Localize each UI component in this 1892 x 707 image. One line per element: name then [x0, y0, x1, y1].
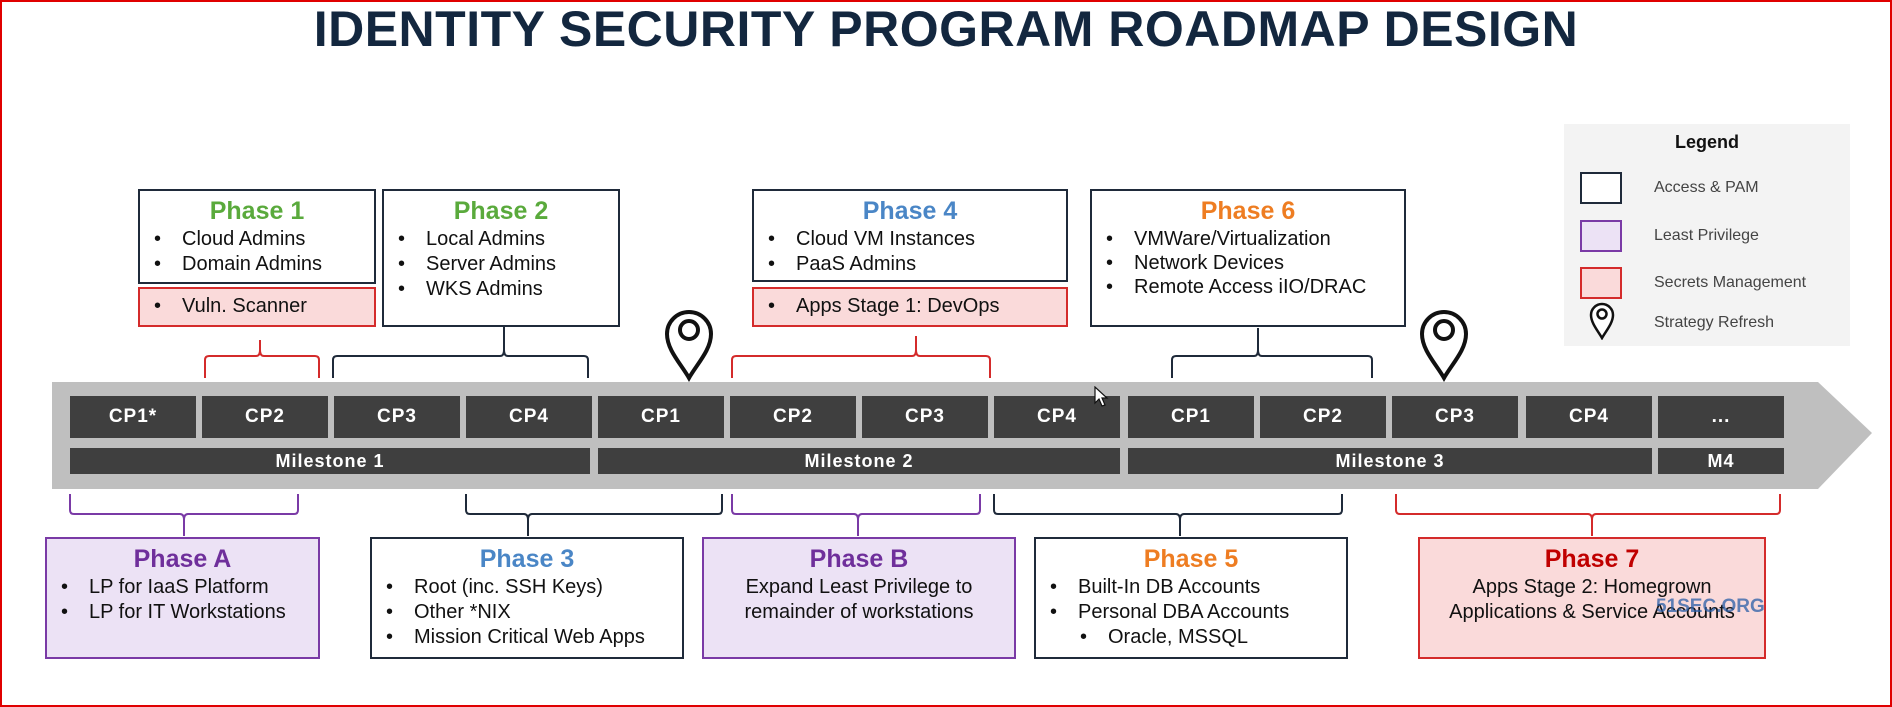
phase-1-item: Cloud Admins: [154, 227, 374, 252]
phase-6-title: Phase 6: [1200, 197, 1296, 225]
legend-label: Access & PAM: [1654, 179, 1759, 196]
phase-b-line: remainder of workstations: [744, 601, 974, 623]
phase-4-box: Phase 4 Cloud VM Instances PaaS Admins: [752, 189, 1068, 282]
checkpoint-11: CP3: [1392, 396, 1518, 438]
phase-1-box: Phase 1 Cloud Admins Domain Admins: [138, 189, 376, 284]
phase-a-box: Phase A LP for IaaS Platform LP for IT W…: [45, 537, 320, 659]
phase-1-item: Domain Admins: [154, 252, 374, 277]
phase-b-title: Phase B: [809, 545, 909, 573]
phase-7-line: Apps Stage 2: Homegrown: [1472, 576, 1712, 598]
phase-1-title: Phase 1: [209, 197, 305, 225]
legend-swatch-secrets: [1580, 267, 1622, 299]
checkpoint-3: CP3: [334, 396, 460, 438]
phase-2-item: WKS Admins: [398, 277, 618, 302]
phase-b-line: Expand Least Privilege to: [745, 576, 973, 598]
phase-7-box: Phase 7 Apps Stage 2: Homegrown Applicat…: [1418, 537, 1766, 659]
bracket-phase-1: [204, 349, 320, 378]
phase-2-box: Phase 2 Local Admins Server Admins WKS A…: [382, 189, 620, 327]
phase-a-item: LP for IaaS Platform: [61, 575, 318, 600]
legend-label: Strategy Refresh: [1654, 314, 1775, 331]
phase-6-item: Remote Access iIO/DRAC: [1106, 275, 1404, 299]
checkpoint-8: CP4: [994, 396, 1120, 438]
phase-5-item: Personal DBA Accounts: [1050, 600, 1346, 625]
phase-1-secrets-item: Vuln. Scanner: [140, 289, 374, 323]
strategy-refresh-pin-2: [1419, 310, 1469, 383]
strategy-refresh-pin-1: [664, 310, 714, 383]
checkpoint-6: CP2: [730, 396, 856, 438]
phase-2-item: Local Admins: [398, 227, 618, 252]
phase-3-box: Phase 3 Root (inc. SSH Keys) Other *NIX …: [370, 537, 684, 659]
milestone-4: M4: [1658, 448, 1784, 474]
legend-title: Legend: [1674, 132, 1739, 152]
legend-label: Least Privilege: [1654, 227, 1759, 244]
checkpoint-4: CP4: [466, 396, 592, 438]
mouse-cursor-icon: [1094, 386, 1109, 407]
phase-4-item: PaaS Admins: [768, 252, 1066, 277]
phase-6-item: VMWare/Virtualization: [1106, 227, 1404, 251]
legend: Legend Access & PAM Least Privilege Secr…: [1564, 124, 1850, 346]
phase-3-item: Mission Critical Web Apps: [386, 625, 682, 650]
phase-2-item: Server Admins: [398, 252, 618, 277]
phase-3-item: Other *NIX: [386, 600, 682, 625]
phase-4-item: Cloud VM Instances: [768, 227, 1066, 252]
phase-6-box: Phase 6 VMWare/Virtualization Network De…: [1090, 189, 1406, 327]
phase-1-secrets-box: Vuln. Scanner: [138, 287, 376, 327]
phase-4-title: Phase 4: [862, 197, 958, 225]
phase-7-title: Phase 7: [1544, 545, 1640, 573]
phase-5-item: Built-In DB Accounts: [1050, 575, 1346, 600]
checkpoint-13: ...: [1658, 396, 1784, 438]
phase-3-item: Root (inc. SSH Keys): [386, 575, 682, 600]
phase-5-subitem: Oracle, MSSQL: [1050, 625, 1346, 650]
milestone-1: Milestone 1: [70, 448, 590, 474]
checkpoint-2: CP2: [202, 396, 328, 438]
bracket-phase-a: [69, 494, 299, 521]
phase-2-title: Phase 2: [453, 197, 549, 225]
page-title: IDENTITY SECURITY PROGRAM ROADMAP DESIGN: [313, 1, 1579, 57]
legend-swatch-least-privilege: [1580, 220, 1622, 252]
legend-item-least-privilege: Least Privilege: [1572, 220, 1842, 256]
watermark: 51SEC.ORG: [1656, 596, 1765, 617]
legend-item-access: Access & PAM: [1572, 172, 1842, 208]
bracket-phase-3: [465, 494, 723, 521]
bracket-phase-5: [993, 494, 1343, 521]
bracket-phase-4: [731, 349, 991, 378]
bracket-phase-b: [731, 494, 981, 521]
checkpoint-12: CP4: [1526, 396, 1652, 438]
legend-label: Secrets Management: [1654, 274, 1807, 291]
checkpoint-9: CP1: [1128, 396, 1254, 438]
milestone-3: Milestone 3: [1128, 448, 1652, 474]
milestone-2: Milestone 2: [598, 448, 1120, 474]
phase-b-box: Phase B Expand Least Privilege to remain…: [702, 537, 1016, 659]
bracket-phase-6: [1171, 349, 1373, 378]
phase-a-item: LP for IT Workstations: [61, 600, 318, 625]
phase-a-title: Phase A: [133, 545, 232, 573]
bracket-phase-2: [332, 349, 589, 378]
phase-3-title: Phase 3: [479, 545, 575, 573]
location-pin-icon: [1589, 302, 1615, 340]
phase-6-item: Network Devices: [1106, 251, 1404, 275]
legend-item-strategy-refresh: Strategy Refresh: [1572, 300, 1842, 340]
phase-5-title: Phase 5: [1143, 545, 1239, 573]
bracket-phase-7: [1395, 494, 1781, 521]
checkpoint-10: CP2: [1260, 396, 1386, 438]
checkpoint-7: CP3: [862, 396, 988, 438]
phase-4-secrets-box: Apps Stage 1: DevOps: [752, 287, 1068, 327]
checkpoint-1: CP1*: [70, 396, 196, 438]
phase-7-line: Applications & Service Accounts: [1449, 601, 1735, 623]
checkpoint-5: CP1: [598, 396, 724, 438]
legend-swatch-access: [1580, 172, 1622, 204]
legend-item-secrets: Secrets Management: [1572, 267, 1842, 303]
phase-5-box: Phase 5 Built-In DB Accounts Personal DB…: [1034, 537, 1348, 659]
phase-4-secrets-item: Apps Stage 1: DevOps: [754, 289, 1066, 323]
